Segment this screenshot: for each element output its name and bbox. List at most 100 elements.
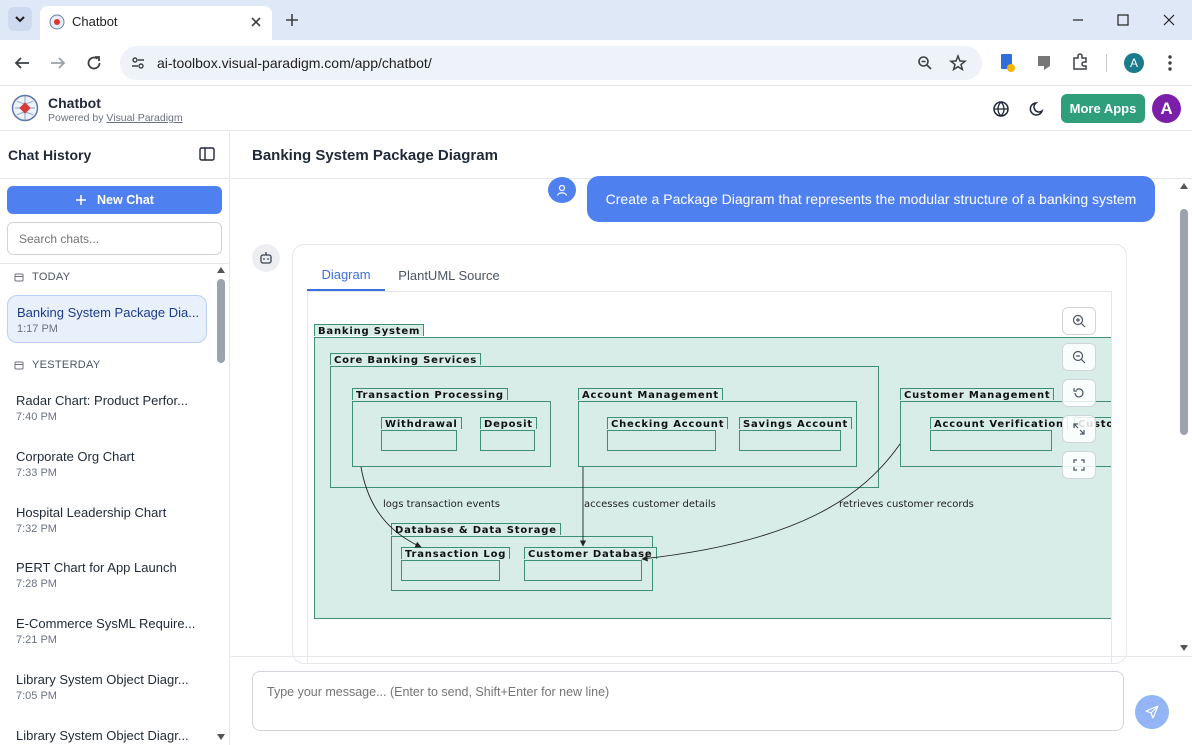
send-icon <box>1145 705 1159 719</box>
zoom-in-icon <box>1072 314 1086 328</box>
toolbar-divider <box>1106 54 1107 72</box>
tab-plantuml-source[interactable]: PlantUML Source <box>385 259 513 291</box>
powered-by-prefix: Powered by <box>48 112 103 124</box>
chat-time: 7:05 PM <box>16 690 57 702</box>
kebab-menu-icon[interactable] <box>1162 54 1178 72</box>
address-bar[interactable]: ai-toolbox.visual-paradigm.com/app/chatb… <box>120 46 982 80</box>
browser-tab[interactable]: Chatbot <box>40 6 272 40</box>
profile-avatar[interactable]: A <box>1124 53 1144 73</box>
fullscreen-button[interactable] <box>1062 451 1096 479</box>
chat-scrollbar[interactable] <box>1178 181 1190 655</box>
list-item[interactable]: Library System Object Diagr... <box>7 719 207 745</box>
message-input[interactable] <box>252 671 1124 731</box>
relation-logs-label: logs transaction events <box>383 499 500 510</box>
chat-time: 7:33 PM <box>16 467 57 479</box>
minimize-icon[interactable] <box>1070 12 1086 28</box>
app-header: Chatbot Powered by Visual Paradigm More … <box>0 86 1192 131</box>
chat-title: E-Commerce SysML Require... <box>16 616 201 631</box>
reload-icon[interactable] <box>85 54 103 72</box>
tab-title: Chatbot <box>72 14 118 29</box>
sidebar-title: Chat History <box>8 147 91 163</box>
chat-scroll-thumb[interactable] <box>1180 209 1188 435</box>
forward-arrow-icon[interactable] <box>49 55 67 71</box>
bot-response-card: Diagram PlantUML Source Banking System C… <box>292 244 1127 664</box>
tab-diagram-label: Diagram <box>321 267 370 282</box>
tab-search-button[interactable] <box>8 7 32 31</box>
dark-mode-moon-icon[interactable] <box>1029 100 1046 117</box>
list-item[interactable]: Radar Chart: Product Perfor...7:40 PM <box>7 384 207 432</box>
chevron-down-icon <box>14 13 26 25</box>
app-name: Chatbot <box>48 95 101 111</box>
close-icon[interactable] <box>249 15 263 29</box>
scroll-up-arrow-icon[interactable] <box>1180 183 1188 189</box>
zoom-in-button[interactable] <box>1062 307 1096 335</box>
zoom-out-icon <box>1072 350 1086 364</box>
scroll-down-arrow-icon[interactable] <box>1180 645 1188 651</box>
list-item[interactable]: Hospital Leadership Chart7:32 PM <box>7 496 207 544</box>
user-icon <box>556 184 568 196</box>
chat-main-area: Banking System Package Diagram Create a … <box>231 131 1192 745</box>
new-chat-label: New Chat <box>97 193 154 207</box>
visual-paradigm-logo-icon <box>11 94 39 122</box>
scroll-down-arrow-icon[interactable] <box>217 734 225 740</box>
diagram-canvas[interactable]: Banking System Core Banking Services Tra… <box>307 292 1112 664</box>
zoom-magnifier-icon[interactable] <box>917 55 933 71</box>
list-item[interactable]: E-Commerce SysML Require... 7:21 PM <box>7 607 207 655</box>
chat-history-sidebar: Chat History New Chat TODAY Banking Syst… <box>0 131 230 745</box>
browser-toolbar: ai-toolbox.visual-paradigm.com/app/chatb… <box>0 40 1192 86</box>
extension-chat-icon[interactable] <box>1036 54 1052 72</box>
scroll-up-arrow-icon[interactable] <box>217 267 225 273</box>
search-chats-input[interactable] <box>7 222 222 255</box>
user-avatar-small <box>548 177 576 203</box>
user-message-text: Create a Package Diagram that represents… <box>606 191 1137 207</box>
window-close-icon[interactable] <box>1161 12 1177 28</box>
chat-title: Library System Object Diagr... <box>16 728 201 743</box>
chat-title: Corporate Org Chart <box>16 449 201 464</box>
bot-icon <box>259 251 273 265</box>
back-arrow-icon[interactable] <box>13 55 31 71</box>
more-apps-button[interactable]: More Apps <box>1061 94 1145 123</box>
maximize-icon[interactable] <box>1115 12 1131 28</box>
input-area-divider <box>231 656 1192 657</box>
site-info-icon[interactable] <box>130 55 146 71</box>
chat-title: Library System Object Diagr... <box>16 672 201 687</box>
browser-tab-strip: Chatbot <box>0 0 1192 40</box>
chat-time: 1:17 PM <box>17 323 58 335</box>
user-message-bubble: Create a Package Diagram that represents… <box>587 176 1155 222</box>
tab-plantuml-label: PlantUML Source <box>398 268 499 283</box>
powered-by: Powered by Visual Paradigm <box>48 112 183 124</box>
more-apps-label: More Apps <box>1070 101 1137 116</box>
chat-title: Radar Chart: Product Perfor... <box>16 393 201 408</box>
list-item[interactable]: PERT Chart for App Launch7:28 PM <box>7 551 207 599</box>
fullscreen-icon <box>1072 458 1086 472</box>
tab-diagram[interactable]: Diagram <box>307 259 385 291</box>
new-tab-plus-icon[interactable] <box>284 12 300 28</box>
extension-document-icon[interactable] <box>998 53 1016 73</box>
fit-to-screen-button[interactable] <box>1062 415 1096 443</box>
zoom-out-button[interactable] <box>1062 343 1096 371</box>
extensions-puzzle-icon[interactable] <box>1071 53 1089 71</box>
calendar-icon <box>14 360 24 370</box>
reset-zoom-button[interactable] <box>1062 379 1096 407</box>
sidebar-scrollbar[interactable] <box>216 265 226 745</box>
search-divider <box>0 263 230 264</box>
chat-title: Hospital Leadership Chart <box>16 505 201 520</box>
relation-accesses-label: accesses customer details <box>584 499 716 510</box>
chat-time: 7:21 PM <box>16 634 57 646</box>
list-item[interactable]: Library System Object Diagr... 7:05 PM <box>7 663 207 711</box>
sidebar-scroll-thumb[interactable] <box>217 279 225 363</box>
collapse-sidebar-icon[interactable] <box>199 147 215 161</box>
user-avatar[interactable]: A <box>1152 94 1181 123</box>
dependency-arrows <box>308 292 1112 664</box>
page-title: Banking System Package Diagram <box>252 147 498 164</box>
new-chat-button[interactable]: New Chat <box>7 186 222 214</box>
language-globe-icon[interactable] <box>992 100 1010 118</box>
send-button[interactable] <box>1135 695 1169 729</box>
fit-arrows-icon <box>1072 422 1086 436</box>
bookmark-star-icon[interactable] <box>949 54 967 72</box>
list-item[interactable]: Corporate Org Chart 7:33 PM <box>7 440 207 488</box>
reset-icon <box>1072 386 1086 400</box>
list-item[interactable]: Banking System Package Dia... 1:17 PM <box>7 295 207 343</box>
user-initial: A <box>1160 99 1172 119</box>
visual-paradigm-link[interactable]: Visual Paradigm <box>106 112 182 124</box>
